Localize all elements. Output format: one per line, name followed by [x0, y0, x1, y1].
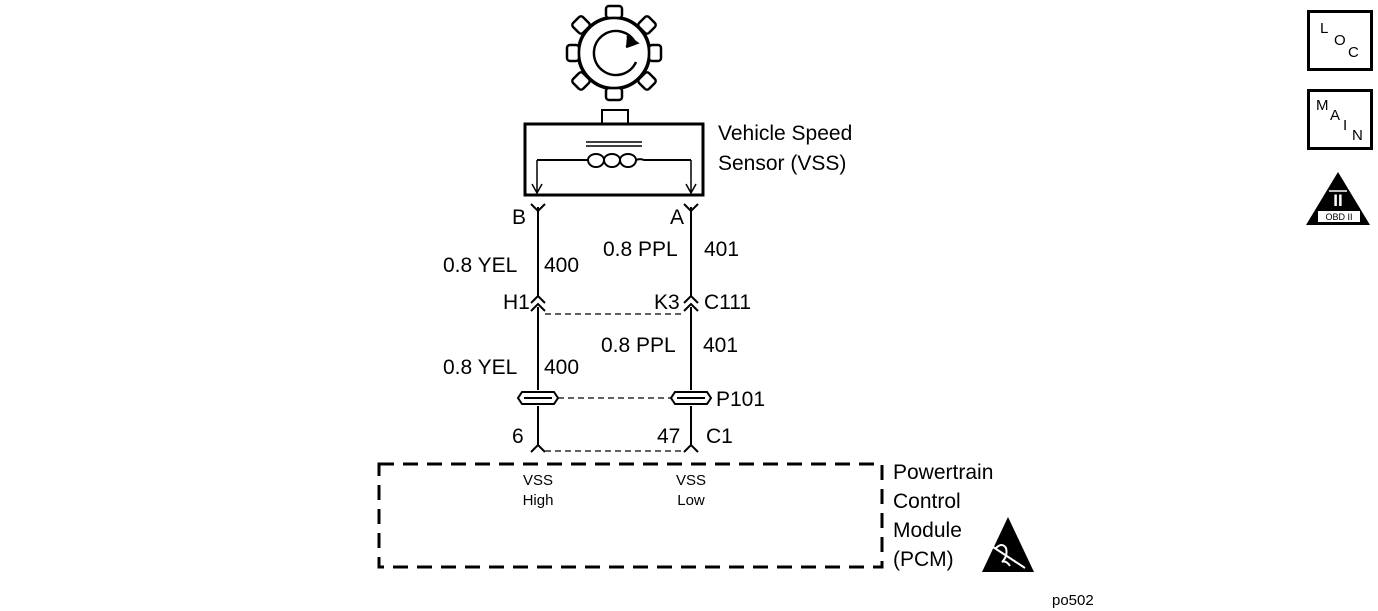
left-upper-wire-gauge: 0.8 YEL: [443, 254, 518, 277]
vss-low-line2: Low: [677, 492, 705, 509]
pcm-name-line4: (PCM): [893, 548, 954, 571]
sensor-name-line2: Sensor (VSS): [718, 152, 847, 175]
pcm-connector-c1: C1: [706, 425, 733, 448]
wire-400: [530, 203, 546, 453]
obd-ii-label: OBD II: [1325, 212, 1352, 222]
sensor-name-line1: Vehicle Speed: [718, 122, 853, 145]
c111-right-pin: K3: [654, 291, 680, 314]
main-letter-i: I: [1343, 117, 1348, 134]
obd-ii-symbol: II: [1333, 191, 1342, 210]
main-letter-m: M: [1316, 97, 1329, 114]
sensor-pin-b: B: [512, 206, 527, 229]
loc-icon[interactable]: L O C: [1307, 10, 1373, 71]
right-upper-wire-circuit: 401: [704, 238, 740, 261]
p101-name: P101: [716, 388, 766, 411]
left-lower-wire-circuit: 400: [544, 356, 580, 379]
figure-id: po502: [1052, 592, 1094, 609]
vss-high-line1: VSS: [522, 472, 553, 489]
right-lower-wire-gauge: 0.8 PPL: [601, 334, 676, 357]
right-lower-wire-circuit: 401: [703, 334, 739, 357]
loc-letter-l: L: [1320, 20, 1329, 37]
sensor-body: [523, 122, 705, 197]
loc-letter-c: C: [1348, 44, 1359, 61]
c111-left-pin: H1: [503, 291, 530, 314]
main-letter-n: N: [1352, 127, 1363, 144]
esd-warning-icon: [982, 517, 1034, 572]
right-upper-wire-gauge: 0.8 PPL: [603, 238, 678, 261]
pcm-left-pin: 6: [512, 425, 524, 448]
pcm-name-line2: Control: [893, 490, 961, 513]
pcm-name-line3: Module: [893, 519, 962, 542]
main-letter-a: A: [1330, 107, 1341, 124]
sensor-pin-a: A: [670, 206, 685, 229]
vss-low-line1: VSS: [675, 472, 706, 489]
tone-wheel-icon: [565, 4, 663, 102]
wire-401: [683, 203, 699, 453]
p101-connector: [516, 391, 713, 405]
left-lower-wire-gauge: 0.8 YEL: [443, 356, 518, 379]
pcm-box: [377, 462, 884, 569]
c111-name: C111: [704, 291, 752, 314]
main-icon[interactable]: M A I N: [1307, 89, 1373, 150]
pcm-name-line1: Powertrain: [893, 461, 994, 484]
loc-letter-o: O: [1334, 32, 1346, 49]
left-upper-wire-circuit: 400: [544, 254, 580, 277]
sensor-stem: [601, 109, 629, 125]
obd-ii-icon: II OBD II: [1306, 172, 1370, 225]
pcm-right-pin: 47: [657, 425, 681, 448]
vss-high-line2: High: [522, 492, 554, 509]
